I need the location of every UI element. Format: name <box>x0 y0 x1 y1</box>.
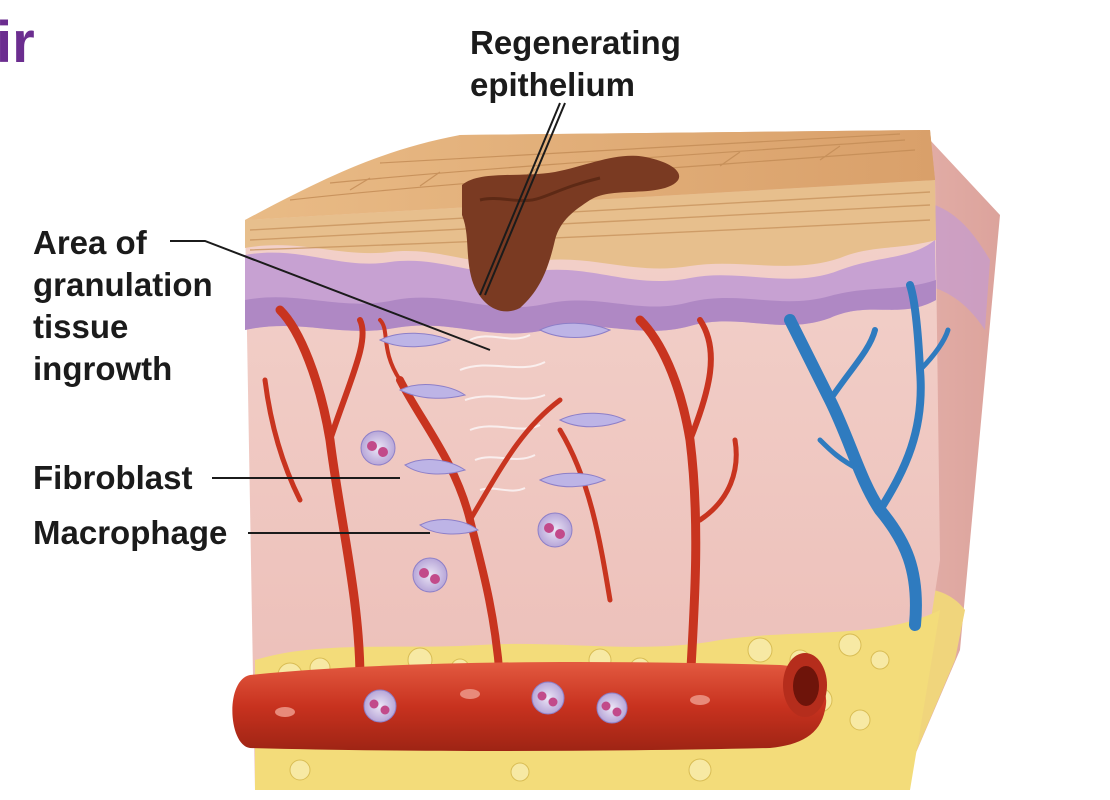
wound-scab <box>462 155 680 312</box>
label-line: tissue <box>33 308 129 345</box>
leader-granulation <box>170 240 491 351</box>
fibroblast-cells <box>378 322 627 535</box>
label-line: ingrowth <box>33 350 173 387</box>
leader-lines <box>170 102 566 534</box>
label-line: Regenerating <box>470 24 681 61</box>
large-blood-vessel <box>232 653 827 751</box>
label-regenerating-epithelium: Regenerating epithelium <box>470 22 681 106</box>
leader-regenerating-epithelium-2 <box>484 102 566 296</box>
label-macrophage: Macrophage <box>33 514 228 551</box>
leader-regenerating-epithelium <box>479 102 561 296</box>
label-granulation-tissue: Area of granulation tissue ingrowth <box>33 222 213 390</box>
label-line: epithelium <box>470 66 636 103</box>
label-fibroblast: Fibroblast <box>33 459 193 496</box>
label-line: granulation <box>33 266 213 303</box>
macrophage-cells <box>360 430 573 593</box>
venous-network <box>784 281 951 631</box>
slide-heading-fragment: ir <box>0 10 35 75</box>
label-line: Area of <box>33 224 147 261</box>
